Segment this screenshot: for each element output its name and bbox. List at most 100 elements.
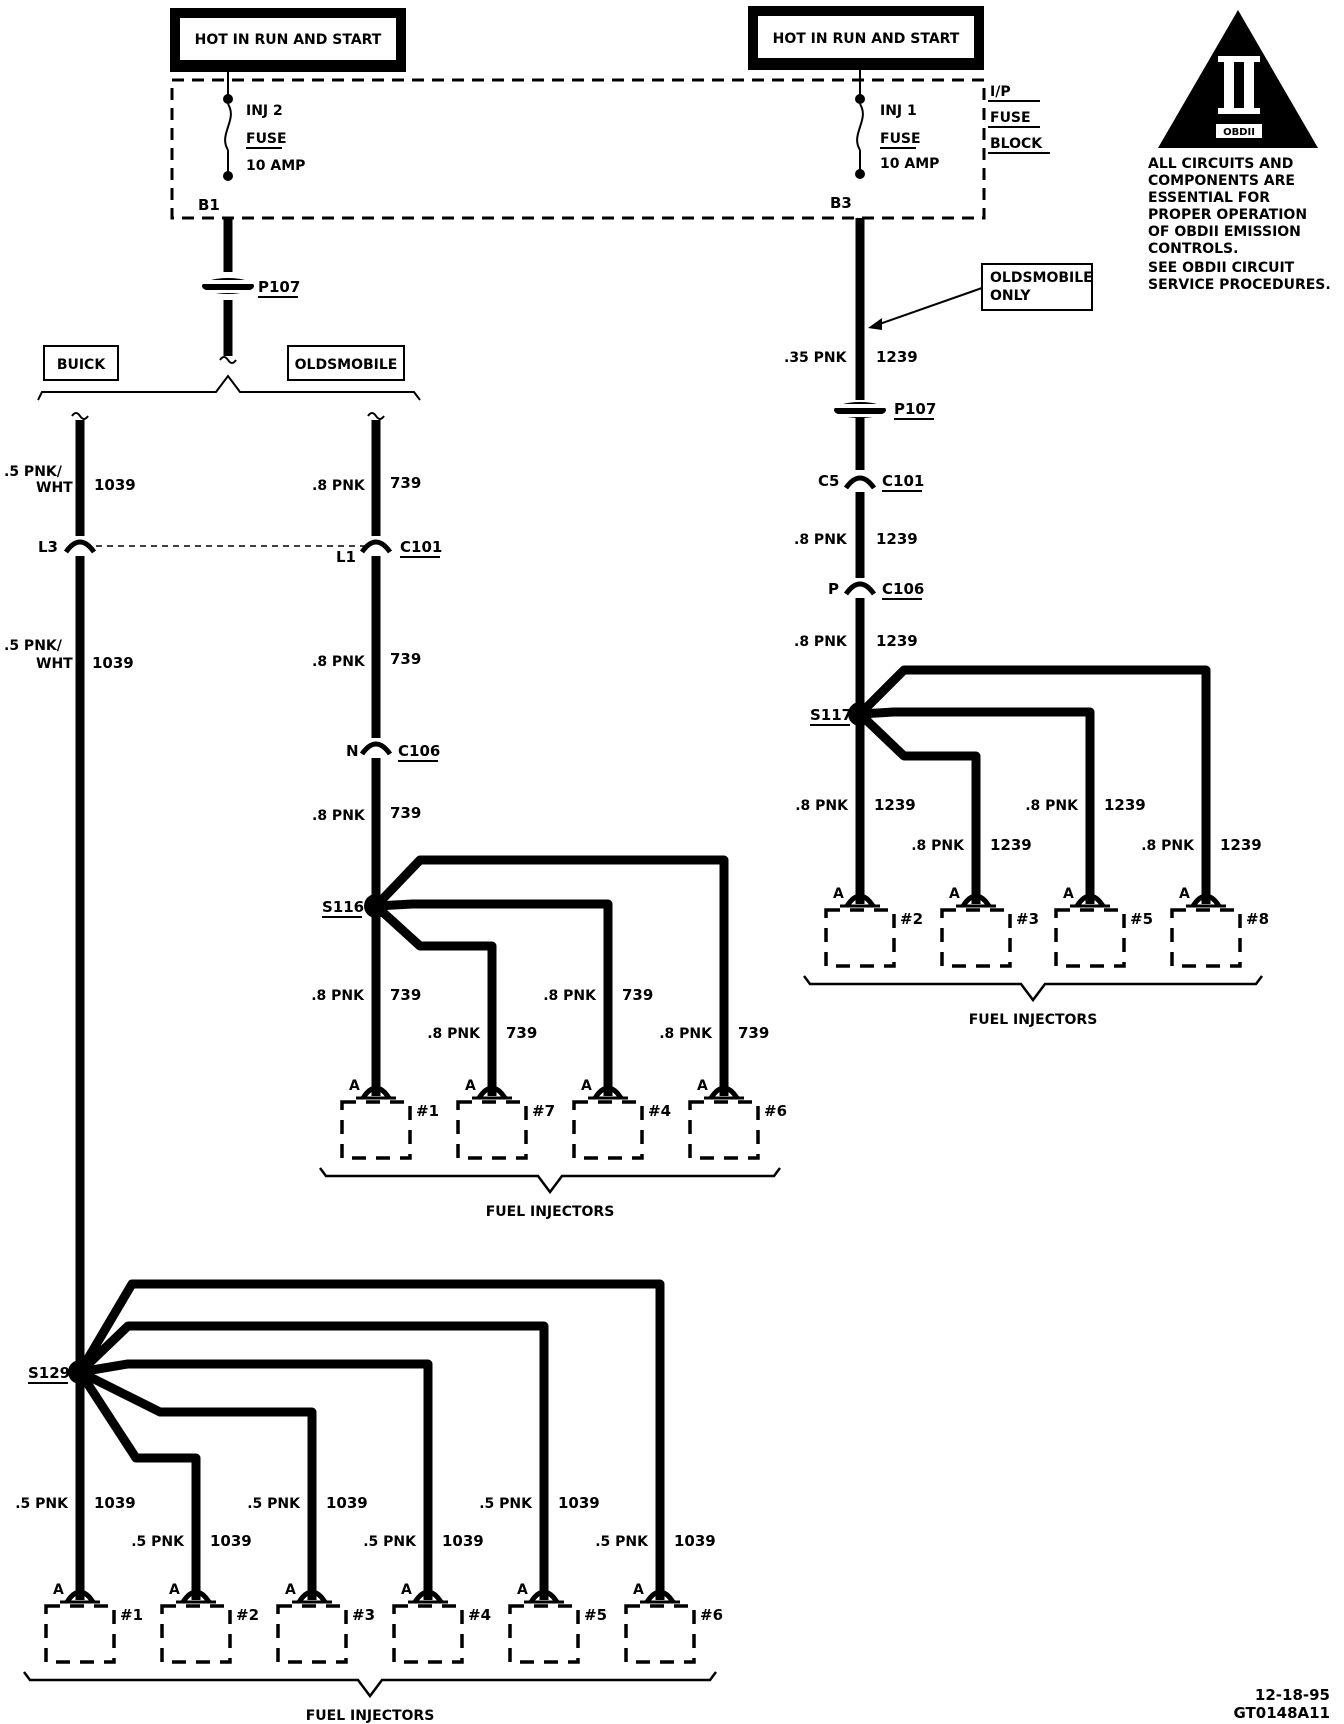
injector-pin-label: A — [517, 1582, 528, 1598]
fuse-inj1: INJ 1 FUSE 10 AMP B3 — [830, 70, 939, 212]
injector-wire-circuit: 1039 — [326, 1494, 368, 1512]
right-c106-circuit: 1239 — [876, 632, 918, 650]
injector-connector-icon — [844, 893, 876, 908]
connector-p107-left: P107 — [258, 278, 300, 296]
right-trunk: OLDSMOBILE ONLY .35 PNK 1239 P107 C5 C10… — [784, 218, 1093, 716]
injector-body-icon — [940, 908, 1012, 968]
injector-connector-icon — [476, 1085, 508, 1100]
injector-number: #5 — [1130, 910, 1153, 928]
olds-lower-circuit: 739 — [390, 804, 421, 822]
splice-s129-label: S129 — [28, 1364, 70, 1382]
connector-p107-right: P107 — [894, 400, 936, 418]
injector-body-icon — [572, 1100, 644, 1160]
injector-wire-gauge: .5 PNK — [363, 1534, 417, 1550]
injector-wire-circuit: 1039 — [558, 1494, 600, 1512]
splice-s117: S117 — [810, 665, 1211, 904]
injector-number: #6 — [700, 1606, 723, 1624]
injector-body-icon — [1170, 908, 1242, 968]
olds-main-wire: L1 C101 N C106 .8 PNK 739 .8 PNK 739 .8 … — [312, 412, 442, 906]
injector-body-icon — [688, 1100, 760, 1160]
injector-number: #8 — [1246, 910, 1269, 928]
injector-pin-label: A — [53, 1582, 64, 1598]
olds-only-line-2: ONLY — [990, 288, 1031, 304]
injector-wire-circuit: 1039 — [94, 1494, 136, 1512]
fuse-inj1-type: FUSE — [880, 131, 921, 147]
power-source-right: HOT IN RUN AND START — [748, 6, 984, 70]
footer-date: 12-18-95 — [1255, 1686, 1330, 1704]
injector-wire-circuit: 1239 — [874, 796, 916, 814]
obdii-badge: OBDII — [1223, 127, 1255, 138]
fuse-inj2-terminal: B1 — [198, 196, 220, 214]
splice-s129: S129 — [28, 1279, 665, 1600]
fuse-block-label-1: I/P — [990, 84, 1011, 100]
injector-connector-icon — [360, 1085, 392, 1100]
buick-mid-gauge-1: .5 PNK/ — [4, 638, 63, 654]
injector-wire-circuit: 739 — [390, 986, 421, 1004]
injector-pin-label: A — [1179, 886, 1190, 902]
injector-connector-icon — [296, 1589, 328, 1604]
olds-only-line-1: OLDSMOBILE — [990, 270, 1093, 286]
injector-pin-label: A — [833, 886, 844, 902]
splice-s116: S116 — [322, 855, 729, 1096]
injector-group-label: FUEL INJECTORS — [486, 1204, 615, 1220]
obdii-note-3: ESSENTIAL FOR — [1148, 190, 1270, 206]
power-source-left-title: HOT IN RUN AND START — [195, 32, 382, 48]
right-035-circuit: 1239 — [876, 348, 918, 366]
injector-wire-gauge: .8 PNK — [1141, 838, 1195, 854]
connector-c101-pin-l1: L1 — [336, 548, 356, 566]
injector-connector-icon — [412, 1589, 444, 1604]
olds-top-circuit: 739 — [390, 474, 421, 492]
injector-wire-circuit: 1239 — [990, 836, 1032, 854]
buick-mid-circuit: 1039 — [92, 654, 134, 672]
obdii-note-6: CONTROLS. — [1148, 241, 1238, 257]
injector-group-bracket — [23, 1671, 717, 1699]
branch-buick-label: BUICK — [57, 357, 107, 373]
injector-pin-label: A — [581, 1078, 592, 1094]
injector-wire-circuit: 1239 — [1220, 836, 1262, 854]
injector-wire-gauge: .8 PNK — [911, 838, 965, 854]
injector-number: #4 — [468, 1606, 491, 1624]
obdii-note-7: SEE OBDII CIRCUIT — [1148, 260, 1295, 276]
right-035-gauge: .35 PNK — [784, 350, 848, 366]
branch-selector: BUICK OLDSMOBILE — [37, 345, 421, 401]
connector-c106-pin-p: P — [828, 580, 839, 598]
connector-c101-left: C101 — [400, 538, 442, 556]
injector-wire-gauge: .8 PNK — [311, 988, 365, 1004]
fuel-injector: A #8 .8 PNK 1239 — [1141, 836, 1269, 968]
injector-group-label: FUEL INJECTORS — [306, 1708, 435, 1724]
buick-main-wire: L3 .5 PNK/ WHT 1039 .5 PNK/ WHT 1039 — [4, 412, 136, 1372]
injector-wire-gauge: .5 PNK — [15, 1496, 69, 1512]
injector-number: #1 — [416, 1102, 439, 1120]
injector-connector-icon — [64, 1589, 96, 1604]
power-source-right-title: HOT IN RUN AND START — [773, 31, 960, 47]
connector-c101-pin-l3: L3 — [38, 538, 58, 556]
injector-body-icon — [508, 1604, 580, 1664]
injector-body-icon — [44, 1604, 116, 1664]
obdii-note-5: OF OBDII EMISSION — [1148, 224, 1301, 240]
injector-wire-gauge: .5 PNK — [131, 1534, 185, 1550]
injector-group-label: FUEL INJECTORS — [969, 1012, 1098, 1028]
fuse-inj1-name: INJ 1 — [880, 103, 917, 119]
injector-number: #5 — [584, 1606, 607, 1624]
right-c101-circuit: 1239 — [876, 530, 918, 548]
injector-connector-icon — [592, 1085, 624, 1100]
injector-connector-icon — [1074, 893, 1106, 908]
fuel-injector: A #1 .5 PNK 1039 — [15, 1494, 143, 1664]
injector-body-icon — [456, 1100, 528, 1160]
injector-number: #1 — [120, 1606, 143, 1624]
injector-wire-gauge: .5 PNK — [595, 1534, 649, 1550]
fuse-inj2-type: FUSE — [246, 131, 287, 147]
connector-c101-right: C101 — [882, 472, 924, 490]
injector-wire-gauge: .5 PNK — [247, 1496, 301, 1512]
injector-number: #3 — [352, 1606, 375, 1624]
